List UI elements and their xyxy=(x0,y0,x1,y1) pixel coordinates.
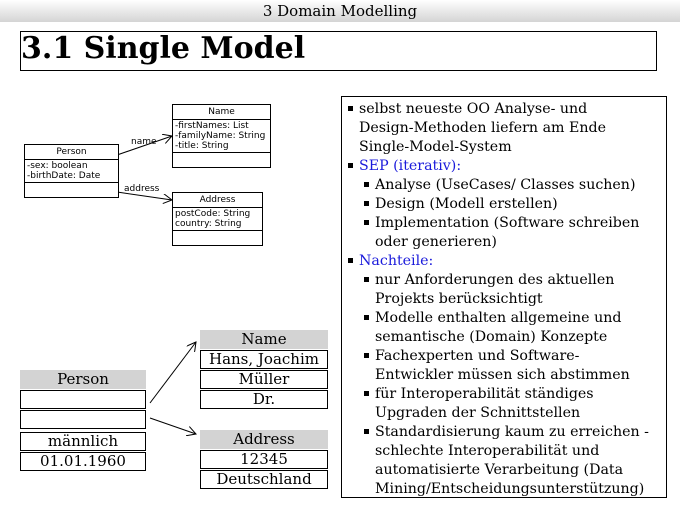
bullet-text-line: Analyse (UseCases/ Classes suchen) xyxy=(375,177,636,193)
square-bullet-icon xyxy=(364,391,369,396)
slide-title-box: 3.1 Single Model xyxy=(20,31,657,71)
square-bullet-icon xyxy=(364,315,369,320)
square-bullet-icon xyxy=(348,163,353,168)
object-person-cell xyxy=(20,390,146,409)
bullet-item: Implementation (Software schreiben oder g… xyxy=(346,214,662,252)
uml-attribute: -sex: boolean xyxy=(27,161,88,171)
object-name-cell: Müller xyxy=(200,370,328,389)
bullet-text-line: Design-Methoden liefern am Ende xyxy=(359,120,606,136)
bullet-text-line: Fachexperten und Software- xyxy=(375,348,580,364)
chapter-header: 3 Domain Modelling xyxy=(0,0,680,22)
uml-person-name: Person xyxy=(25,145,118,160)
bullet-text-line: Modelle enthalten allgemeine und xyxy=(375,310,622,326)
chapter-title: 3 Domain Modelling xyxy=(262,2,418,20)
object-person: Person männlich 01.01.1960 xyxy=(20,370,146,471)
link-person-address xyxy=(149,417,196,434)
square-bullet-icon xyxy=(364,277,369,282)
uml-address-class: Address postCode: String country: String xyxy=(172,192,263,246)
bullet-text-line: Nachteile: xyxy=(359,253,434,269)
object-address-header: Address xyxy=(200,430,328,449)
bullet-text-line: Projekts berücksichtigt xyxy=(375,291,543,307)
bullet-text-line: Upgraden der Schnittstellen xyxy=(375,405,581,421)
uml-name-operations xyxy=(173,153,270,167)
bullet-text-line: nur Anforderungen des aktuellen xyxy=(375,272,615,288)
assoc-address-line xyxy=(116,191,172,200)
object-address-cell: Deutschland xyxy=(200,470,328,489)
object-address: Address 12345 Deutschland xyxy=(200,430,328,489)
square-bullet-icon xyxy=(364,182,369,187)
square-bullet-icon xyxy=(364,353,369,358)
uml-attribute: -birthDate: Date xyxy=(27,171,101,181)
object-person-cell: männlich xyxy=(20,432,146,451)
square-bullet-icon xyxy=(364,201,369,206)
bullet-text-line: Mining/Entscheidungsunterstützung) xyxy=(375,481,645,497)
bullet-item: Nachteile: xyxy=(346,252,662,271)
square-bullet-icon xyxy=(364,429,369,434)
uml-attribute: -firstNames: List xyxy=(175,121,249,131)
object-name-cell: Hans, Joachim xyxy=(200,350,328,369)
assoc-name-line xyxy=(116,136,172,156)
bullet-text-line: automatisierte Verarbeitung (Data xyxy=(375,462,624,478)
uml-attribute: -familyName: String xyxy=(175,131,266,141)
bullet-item: Modelle enthalten allgemeine und semantis… xyxy=(346,309,662,347)
uml-address-attributes: postCode: String country: String xyxy=(173,208,262,231)
uml-attribute: -title: String xyxy=(175,141,229,151)
object-name-cell: Dr. xyxy=(200,390,328,409)
uml-person-attributes: -sex: boolean -birthDate: Date xyxy=(25,160,118,183)
uml-person-operations xyxy=(25,183,118,197)
object-name-header: Name xyxy=(200,330,328,349)
uml-address-operations xyxy=(173,231,262,245)
bullet-item: SEP (iterativ): xyxy=(346,157,662,176)
square-bullet-icon xyxy=(348,258,353,263)
bullet-item: Fachexperten und Software- Entwickler müs… xyxy=(346,347,662,385)
bullet-text-line: oder generieren) xyxy=(375,234,497,250)
bullet-text-line: Standardisierung kaum zu erreichen - xyxy=(375,424,649,440)
bullet-text-line: semantische (Domain) Konzepte xyxy=(375,329,608,345)
uml-address-name: Address xyxy=(173,193,262,208)
slide-title: 3.1 Single Model xyxy=(21,31,306,66)
uml-name-attributes: -firstNames: List -familyName: String -t… xyxy=(173,120,270,153)
uml-name-name: Name xyxy=(173,105,270,120)
uml-attribute: country: String xyxy=(175,219,242,229)
square-bullet-icon xyxy=(364,220,369,225)
uml-attribute: postCode: String xyxy=(175,209,251,219)
bullet-text-line: für Interoperabilität ständiges xyxy=(375,386,594,402)
bullet-text-line: selbst neueste OO Analyse- und xyxy=(359,101,588,117)
bullet-item: Design (Modell erstellen) xyxy=(346,195,662,214)
bullet-text-line: Entwickler müssen sich abstimmen xyxy=(375,367,630,383)
uml-person-class: Person -sex: boolean -birthDate: Date xyxy=(24,144,119,198)
object-name: Name Hans, Joachim Müller Dr. xyxy=(200,330,328,409)
link-person-name xyxy=(149,342,196,404)
object-address-cell: 12345 xyxy=(200,450,328,469)
assoc-name-label: name xyxy=(131,137,157,147)
bullet-text-line: Implementation (Software schreiben xyxy=(375,215,640,231)
object-person-header: Person xyxy=(20,370,146,389)
uml-name-class: Name -firstNames: List -familyName: Stri… xyxy=(172,104,271,168)
object-person-cell: 01.01.1960 xyxy=(20,452,146,471)
bullet-text-line: SEP (iterativ): xyxy=(359,158,462,174)
bullet-text-line: schlechte Interoperabilität und xyxy=(375,443,600,459)
assoc-address-label: address xyxy=(124,184,160,194)
square-bullet-icon xyxy=(348,106,353,111)
bullet-item: Standardisierung kaum zu erreichen - schl… xyxy=(346,423,662,499)
bullet-text-line: Design (Modell erstellen) xyxy=(375,196,558,212)
object-person-cell xyxy=(20,410,146,429)
bullet-item: Analyse (UseCases/ Classes suchen) xyxy=(346,176,662,195)
bullet-text-line: Single-Model-System xyxy=(359,139,512,155)
